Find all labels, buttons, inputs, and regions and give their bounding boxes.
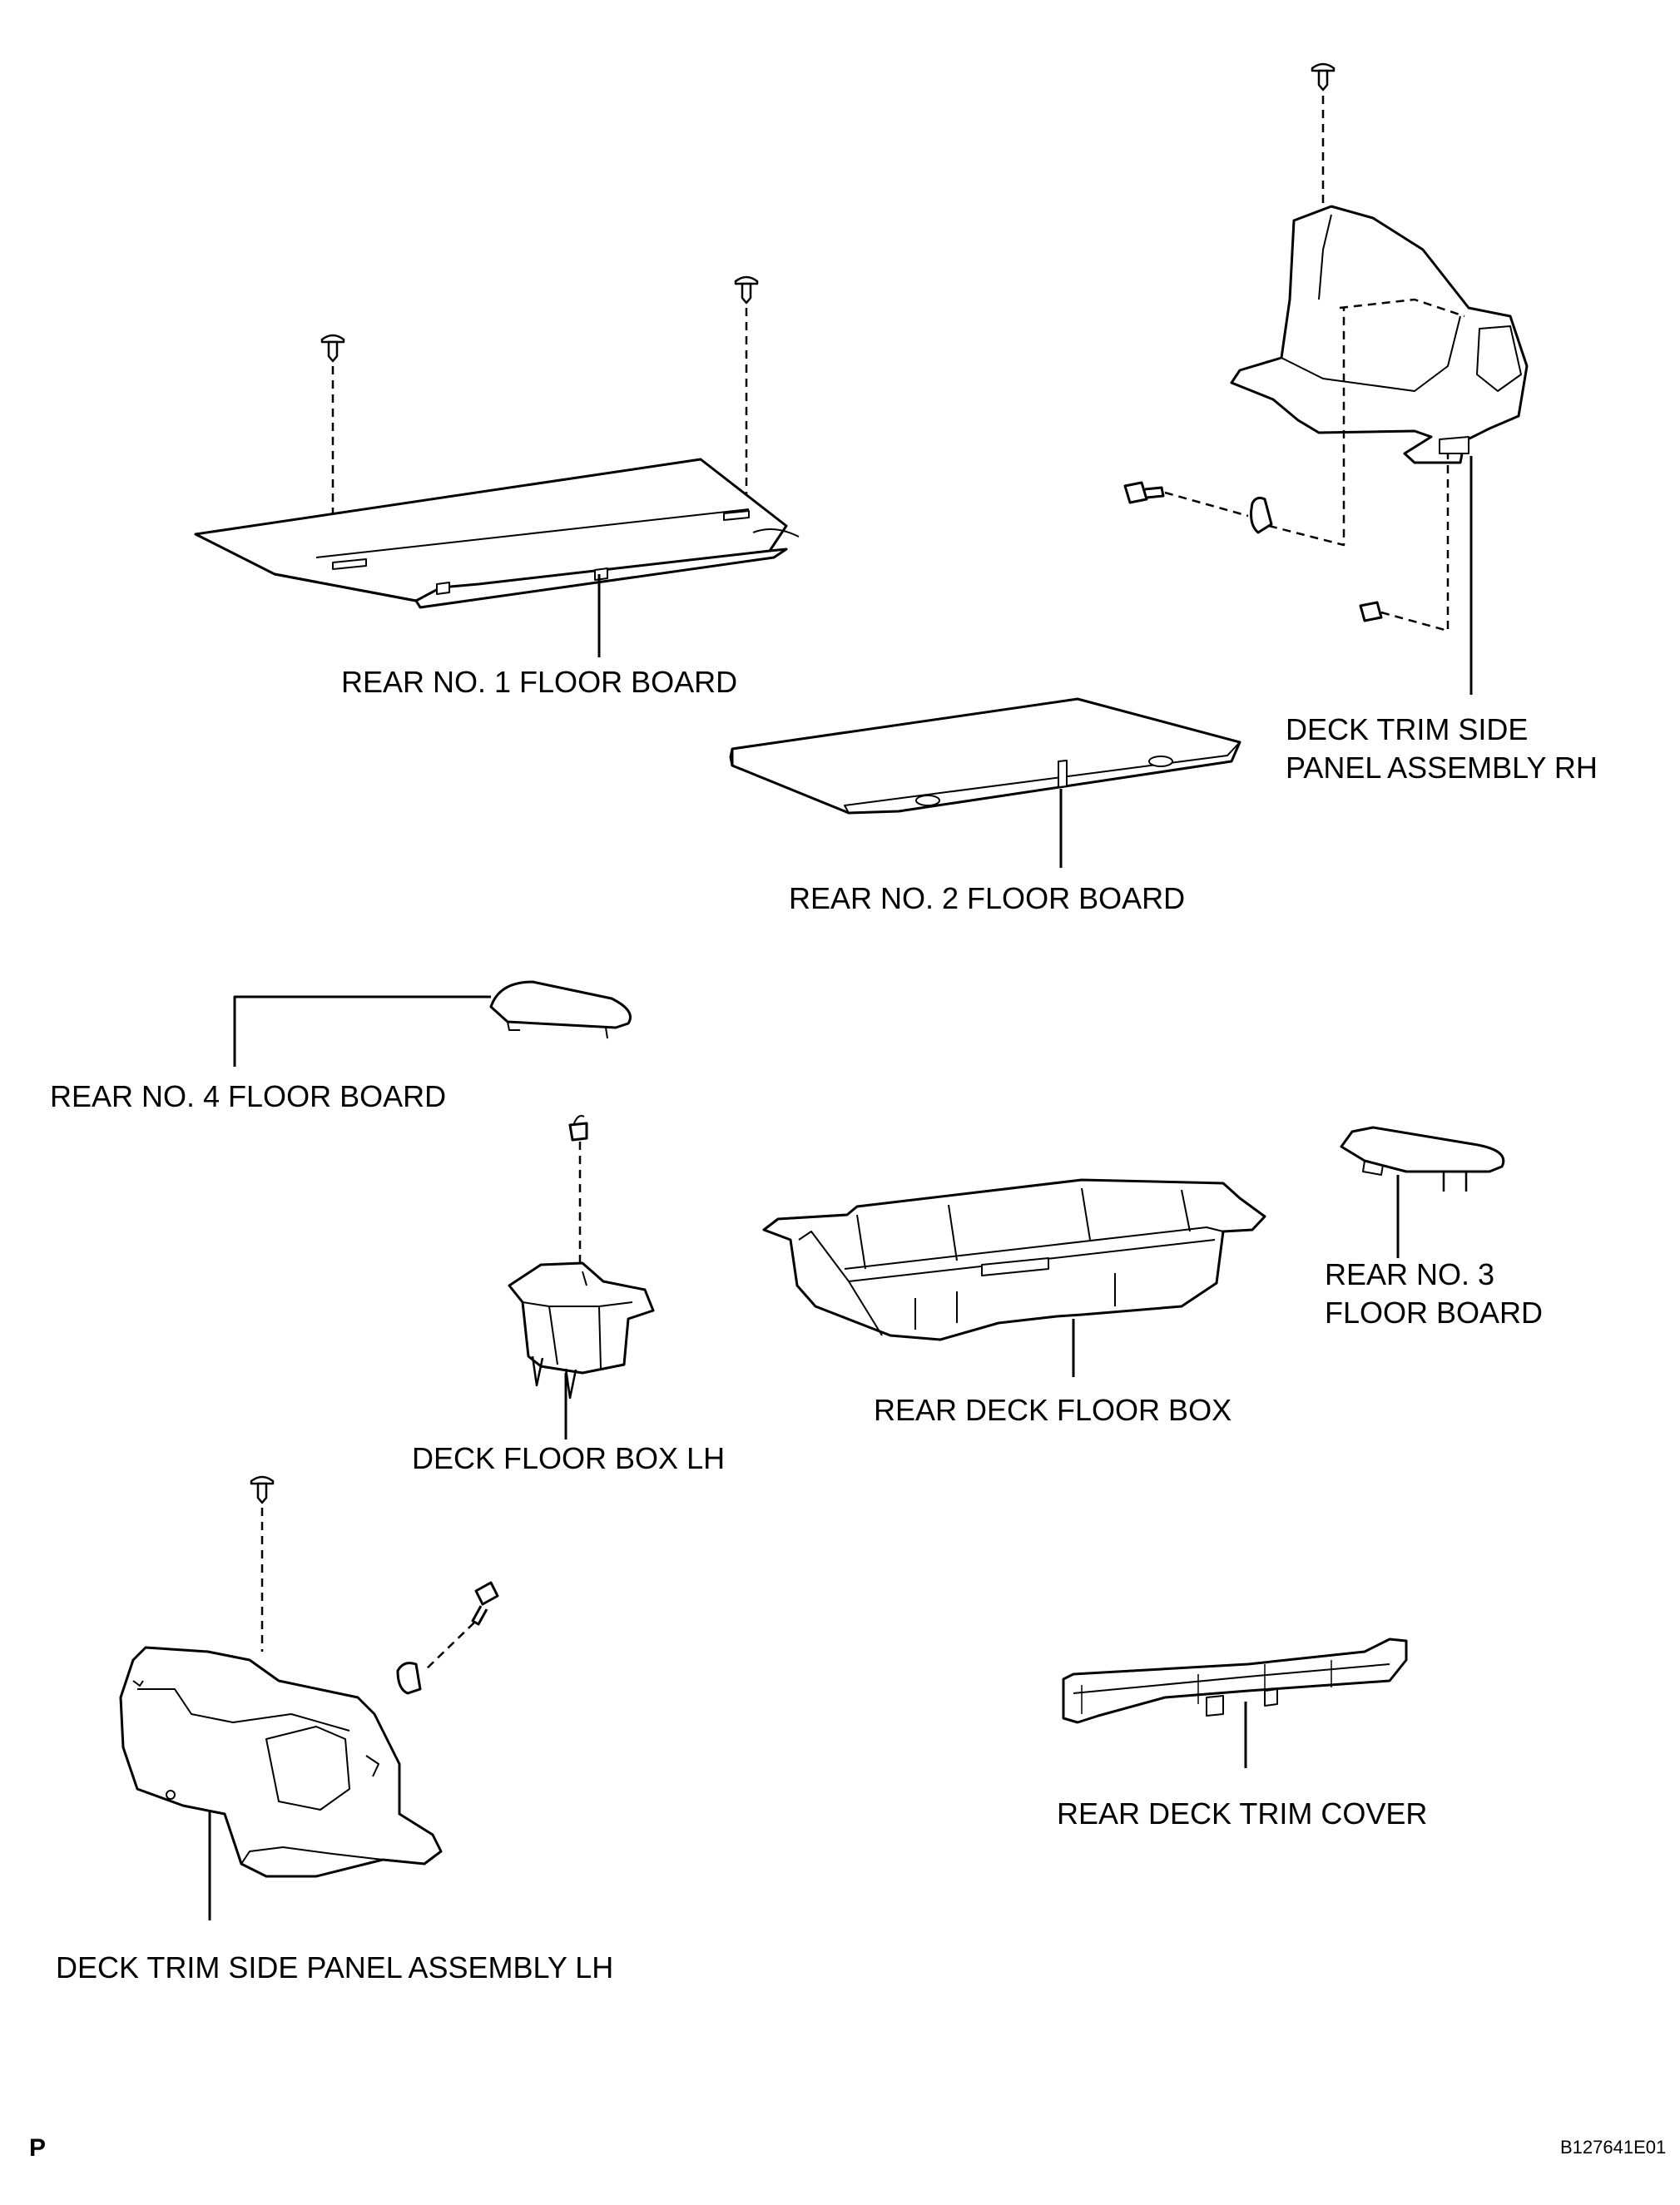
rear-deck-trim-cover-part [1062,1638,1408,1768]
rear-no3-floor-board-part [1340,1126,1505,1258]
label-rear-no4-floor-board: REAR NO. 4 FLOOR BOARD [50,1079,447,1113]
label-deck-trim-side-panel-lh: DECK TRIM SIDE PANEL ASSEMBLY LH [56,1950,614,1984]
label-rear-no3-floor-board-line2: FLOOR BOARD [1325,1296,1544,1330]
rear-no2-floor-board-part [729,697,1241,868]
rear-no1-floor-board-part [194,275,800,657]
figure-code: B127641E01 [1560,2137,1667,2158]
label-deck-trim-side-panel-rh-line1: DECK TRIM SIDE [1286,712,1529,746]
label-deck-trim-side-panel-rh-line2: PANEL ASSEMBLY RH [1286,751,1598,785]
label-rear-no1-floor-board: REAR NO. 1 FLOOR BOARD [341,665,738,699]
deck-trim-side-panel-rh-part [1123,62,1529,695]
rear-no4-floor-board-part [233,980,632,1067]
deck-floor-box-lh-part [508,1115,655,1439]
deck-trim-side-panel-lh-part [119,1475,499,1920]
label-rear-no3-floor-board-line1: REAR NO. 3 [1325,1257,1495,1291]
rear-deck-floor-box-part [762,1178,1266,1377]
label-rear-deck-floor-box: REAR DECK FLOOR BOX [874,1393,1232,1427]
label-deck-floor-box-lh: DECK FLOOR BOX LH [412,1441,726,1475]
label-rear-deck-trim-cover: REAR DECK TRIM COVER [1057,1796,1428,1831]
label-rear-no2-floor-board: REAR NO. 2 FLOOR BOARD [789,881,1186,915]
page-mark: P [29,2134,47,2162]
